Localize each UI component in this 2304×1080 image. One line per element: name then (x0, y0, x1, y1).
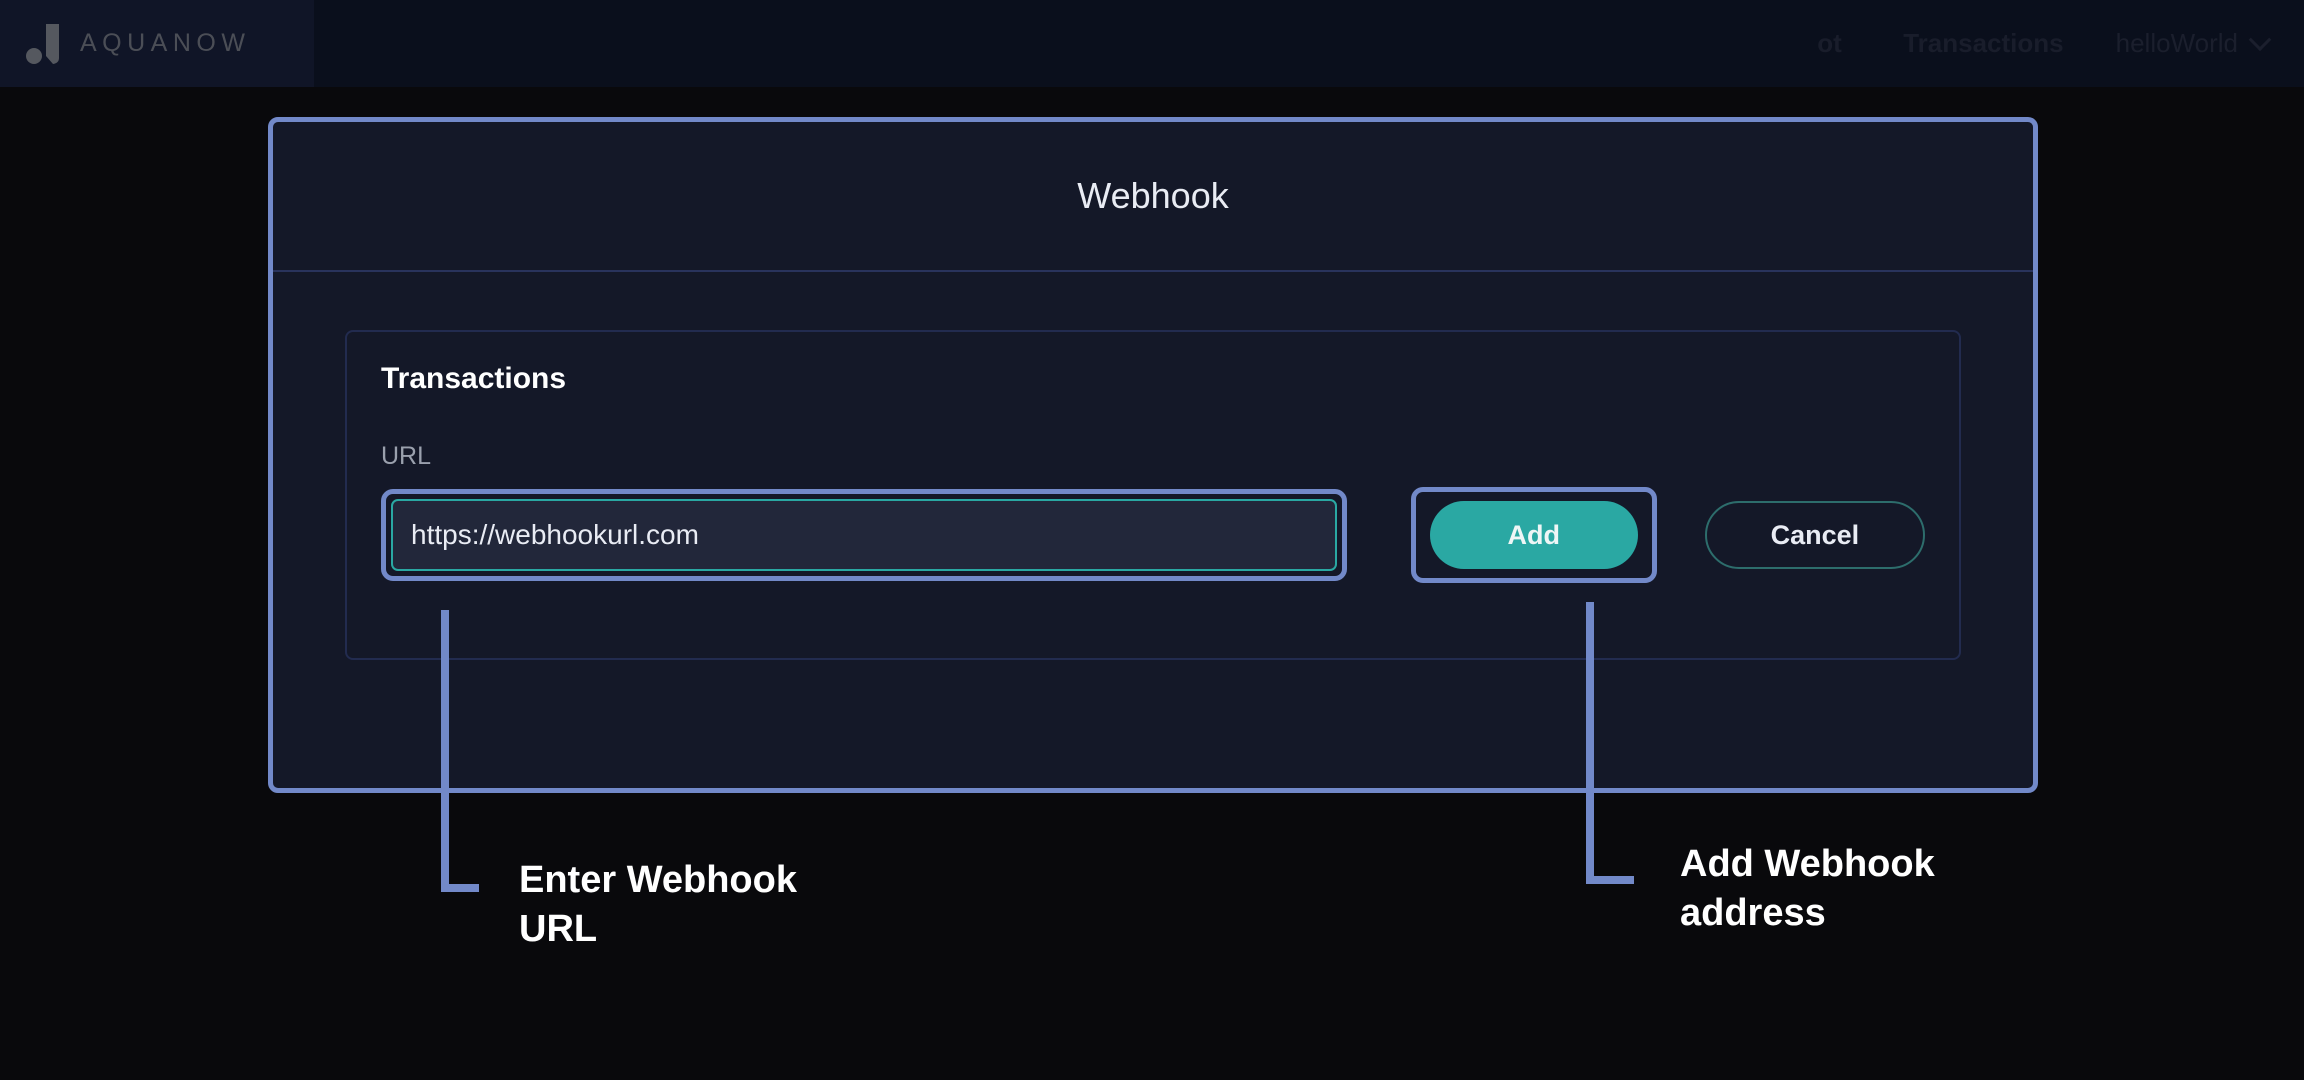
transactions-card: Transactions URL Add Cancel (345, 330, 1961, 660)
card-title: Transactions (381, 362, 567, 395)
brand-logo[interactable]: AQUANOW (0, 0, 314, 87)
annotation-connector-line-right-vertical (1586, 602, 1594, 884)
url-field-row: Add Cancel (381, 487, 1925, 583)
annotation-highlight-url-input (381, 489, 1347, 581)
modal-body: Transactions URL Add Cancel (273, 272, 2033, 660)
nav-link-transactions[interactable]: Transactions (1903, 28, 2064, 58)
annotation-label-enter-url: Enter Webhook URL (519, 859, 797, 950)
page-title: Webhook (1077, 175, 1229, 216)
annotation-label-add-webhook: Add Webhook address (1680, 843, 1935, 934)
chevron-down-icon (2248, 27, 2272, 51)
user-menu-label: helloWorld (2115, 28, 2238, 58)
nav-link-truncated[interactable]: ot (1817, 28, 1842, 58)
annotation-connector-line-left-vertical (441, 610, 449, 892)
modal-header: Webhook (273, 122, 2033, 272)
annotation-connector-line-left-horizontal (441, 884, 479, 892)
nav-links: ot Transactions helloWorld (1817, 0, 2272, 87)
annotation-highlight-add-button: Add (1410, 487, 1657, 583)
url-input[interactable] (391, 499, 1337, 571)
url-field-label: URL (381, 442, 432, 470)
top-navigation-bar: AQUANOW ot Transactions helloWorld (0, 0, 2304, 87)
aquanow-logo-icon (26, 22, 64, 66)
brand-wordmark: AQUANOW (80, 29, 251, 57)
cancel-button[interactable]: Cancel (1704, 501, 1925, 569)
webhook-modal: Webhook Transactions URL Add Cancel (268, 117, 2038, 793)
add-button[interactable]: Add (1429, 501, 1638, 569)
annotation-connector-line-right-horizontal (1586, 876, 1634, 884)
user-menu[interactable]: helloWorld (2115, 27, 2272, 59)
